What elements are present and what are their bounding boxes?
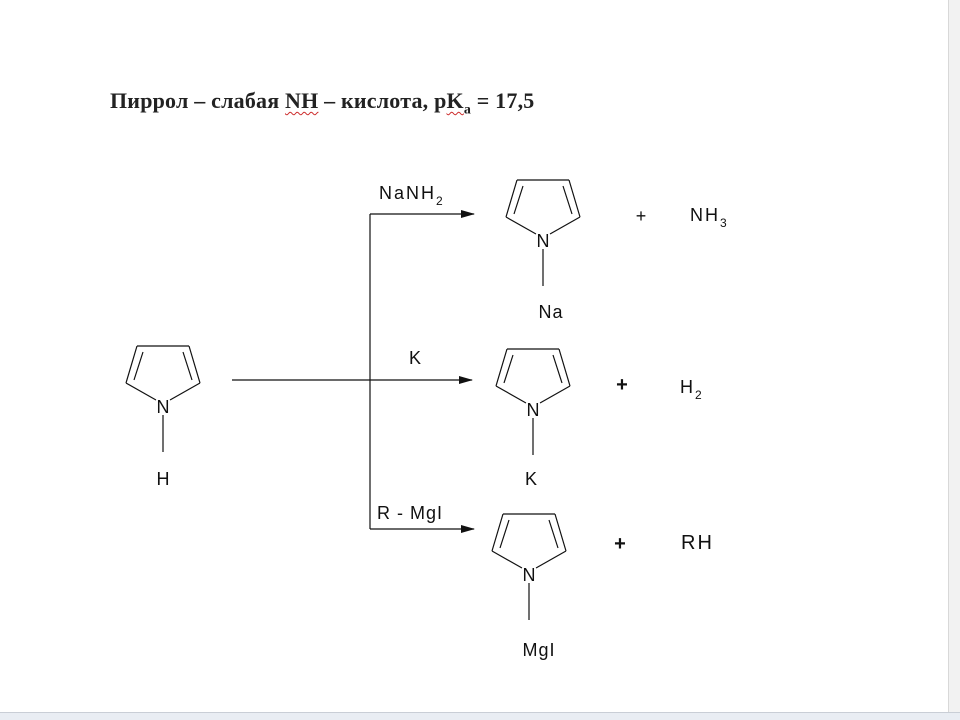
reagent-3: R - MgI [377,503,443,523]
reagent-1-subscript: 2 [436,194,445,208]
window-right-edge [948,0,960,712]
pyrrole-product-2: N K [495,348,571,489]
title-ka-k: K [446,88,464,113]
product-3-substituent: MgI [522,640,555,660]
plus-sign-1: + [636,206,647,226]
reagent-1: NaNH2 [379,183,445,208]
byproduct-2: H2 [680,377,704,402]
pyrrole-product-1: N Na [505,179,581,322]
byproduct-1: NH3 [690,205,729,230]
plus-sign-2: + [616,374,628,396]
product-2-substituent: K [525,469,537,489]
title-prefix: Пиррол – слабая [110,88,286,113]
title-mid: – кислота, р [318,88,447,113]
pyrrole-ring [505,179,581,286]
title-ka: Ka [446,88,472,117]
pyrrole-product-3: N MgI [491,513,567,660]
product-3-ring-atom: N [523,565,536,585]
window-bottom-bar [0,712,960,720]
pyrrole-ring [491,513,567,620]
title-suffix: = 17,5 [471,88,535,113]
byproduct-2-subscript: 2 [695,388,704,402]
plus-sign-3: + [614,533,626,555]
reagent-1-main: NaNH [379,183,436,203]
product-1-ring-atom: N [537,231,550,251]
pyrrole-ring [125,345,201,452]
start-substituent: H [157,469,170,489]
product-2-ring-atom: N [527,400,540,420]
pyrrole-ring [495,348,571,455]
slide-title: Пиррол – слабая NH – кислота, рKa = 17,5 [110,88,534,118]
title-ka-sub: a [463,102,472,118]
product-1-substituent: Na [538,302,563,322]
byproduct-2-main: H [680,377,695,397]
pyrrole-start: N H [125,345,201,489]
title-nh: NH [285,88,319,113]
byproduct-1-main: NH [690,205,720,225]
start-ring-atom: N [157,397,170,417]
reaction-scheme: N H N Na [125,179,729,660]
reagent-2: K [409,348,421,368]
reaction-arrows [232,210,475,533]
byproduct-3: RH [681,532,714,554]
byproduct-1-subscript: 3 [720,216,729,230]
